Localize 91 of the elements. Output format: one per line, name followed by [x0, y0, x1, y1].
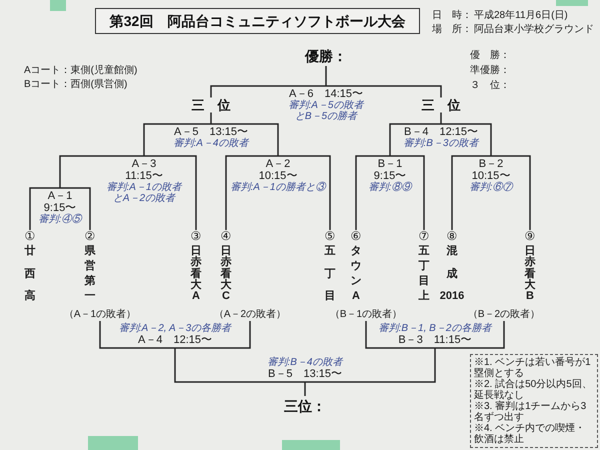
loser-label: （B－1の敗者）: [330, 308, 402, 321]
referee-note: 審判:B－1, B－2の各勝者: [378, 323, 492, 334]
bracket-line: [326, 85, 442, 124]
bracket-line: [435, 321, 505, 349]
bracket-line: [175, 321, 251, 349]
note-text: ※2. 試合は50分以内5回、延長戦なし: [474, 379, 593, 401]
court-note: Aコート：東側(児童館側): [24, 64, 138, 78]
team-name: 日赤看大B: [524, 246, 536, 302]
bracket-line: [278, 155, 331, 230]
team-name: 日赤看大A: [190, 246, 202, 302]
bracket-line: [144, 155, 197, 230]
team-name: 廿西高: [24, 246, 36, 302]
match-label: A－3: [132, 158, 156, 170]
match-label: B－1: [378, 158, 402, 170]
result-label: 優 勝：: [470, 48, 510, 63]
referee-note: 審判:A－1の勝者と③: [230, 182, 326, 193]
third-place-label: 三位：: [284, 396, 326, 416]
match-label: A－4 12:15〜: [138, 334, 212, 346]
bracket-line: [29, 187, 60, 230]
team-name: 日赤看大C: [220, 246, 232, 302]
info-value: 平成28年11月6日(日): [474, 9, 569, 23]
bracket-line: [60, 187, 91, 230]
court-note: Bコート：西側(県営側): [24, 78, 128, 92]
note-text: ※4. ベンチ内での喫煙・飲酒は禁止: [474, 423, 586, 445]
info-value: 阿品台東小学校グラウンド: [474, 23, 594, 37]
team-name: 五丁目: [324, 246, 336, 302]
team-number: ⑦: [418, 230, 430, 243]
team-number: ③: [190, 230, 202, 243]
referee-note: 審判:A－1の敗者とA－2の敗者: [105, 182, 184, 204]
bracket-line: [365, 321, 435, 349]
bracket-line: [389, 123, 441, 156]
bracket-line: [355, 155, 390, 230]
bracket-line: [441, 123, 492, 156]
team-number: ⑤: [324, 230, 336, 243]
edge-label: 三 位: [190, 98, 232, 112]
loser-label: （B－2の敗者）: [468, 308, 540, 321]
team-number: ①: [24, 230, 36, 243]
bracket-line: [304, 382, 306, 397]
referee-note: 審判:B－4の敗者: [267, 357, 342, 368]
edge-label: 三 位: [420, 98, 462, 112]
match-label: A－6 14:15〜: [289, 88, 363, 100]
referee-note: 審判:B－3の敗者: [403, 138, 478, 149]
team-number: ⑨: [524, 230, 536, 243]
title-banner: 第32回 阿品台コミュニティソフトボール大会: [95, 8, 420, 34]
bracket-line: [491, 155, 531, 230]
loser-label: （A－1の敗者）: [64, 308, 136, 321]
match-label: A－1: [48, 190, 72, 202]
match-label: 11:15〜: [125, 170, 163, 182]
bracket-line: [390, 155, 425, 230]
bracket-line: [174, 348, 305, 383]
team-name: 混成2016: [440, 246, 464, 302]
match-label: 9:15〜: [44, 202, 76, 214]
team-name: 五丁目上: [418, 246, 430, 302]
note-text: ※3. 審判は1チームから3名ずつ出す: [474, 401, 588, 423]
team-number: ④: [220, 230, 232, 243]
bracket-line: [451, 155, 491, 230]
bracket-line: [210, 85, 326, 124]
match-label: 10:15〜: [258, 170, 298, 182]
match-label: A－2: [266, 158, 290, 170]
loser-label: （A－2の敗者）: [214, 308, 286, 321]
bracket-line: [143, 123, 211, 156]
match-label: 9:15〜: [374, 170, 406, 182]
referee-note: 審判:⑥⑦: [470, 182, 512, 193]
team-name: タウンA: [350, 246, 362, 302]
team-name: 県営第一: [84, 246, 96, 302]
bracket-line: [99, 321, 175, 349]
match-label: B－2: [478, 158, 504, 170]
match-label: B－3 11:15〜: [398, 334, 472, 346]
referee-note: 審判:④⑤: [38, 214, 82, 225]
match-label: A－5 13:15〜: [174, 126, 248, 138]
info-label: 日 時：: [432, 9, 472, 23]
match-label: B－4 12:15〜: [404, 126, 478, 138]
team-number: ②: [84, 230, 96, 243]
bracket-line: [225, 155, 278, 230]
champion-label: 優勝：: [305, 46, 347, 66]
bracket-line: [305, 348, 436, 383]
result-label: ３ 位：: [470, 79, 510, 93]
referee-note: 審判:A－2, A－3の各勝者: [118, 323, 232, 334]
referee-note: 審判:⑧⑨: [368, 182, 412, 193]
bracket-line: [325, 65, 327, 86]
match-label: 10:15〜: [472, 170, 510, 182]
team-number: ⑧: [446, 230, 458, 243]
note-text: ※1. ベンチは若い番号が1塁側とする: [474, 357, 592, 379]
match-label: B－5 13:15〜: [268, 368, 342, 380]
referee-note: 審判:A－4の敗者: [173, 138, 248, 149]
bracket-line: [211, 123, 279, 156]
referee-note: 審判:A－5の敗者とB－5の勝者: [287, 100, 366, 122]
result-label: 準優勝：: [470, 64, 510, 78]
team-number: ⑥: [350, 230, 362, 243]
info-label: 場 所：: [432, 23, 472, 37]
bracket-line: [59, 155, 144, 188]
